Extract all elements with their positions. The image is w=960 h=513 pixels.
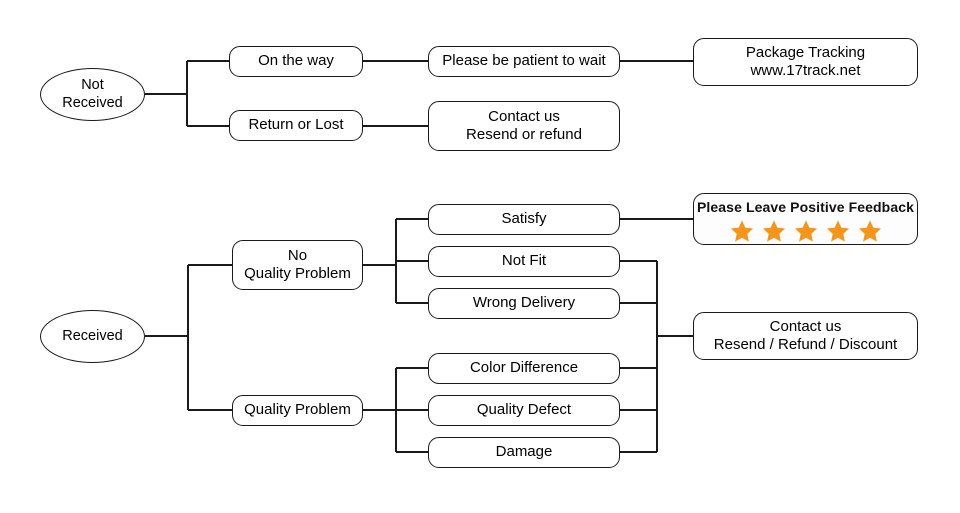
stage-return-or-lost[interactable]: Return or Lost xyxy=(229,110,363,141)
result-contact-discount-line2: Resend / Refund / Discount xyxy=(713,336,898,353)
reason-color-difference[interactable]: Color Difference xyxy=(428,353,620,384)
star-icon[interactable] xyxy=(794,219,818,243)
star-rating[interactable] xyxy=(730,219,882,243)
result-positive-feedback-title: Please Leave Positive Feedback xyxy=(696,199,914,215)
stage-no-quality-problem-line1: No xyxy=(287,246,308,264)
root-not-received-line1: Not xyxy=(81,76,104,93)
action-be-patient-line1: Please be patient to wait xyxy=(442,52,606,70)
reason-quality-defect-label: Quality Defect xyxy=(476,401,572,419)
star-icon[interactable] xyxy=(826,219,850,243)
action-be-patient[interactable]: Please be patient to wait xyxy=(428,46,620,77)
result-package-tracking-line1: Package Tracking xyxy=(745,43,866,61)
stage-no-quality-problem-line2: Quality Problem xyxy=(244,265,351,282)
stage-quality-problem[interactable]: Quality Problem xyxy=(232,395,363,426)
reason-damage-label: Damage xyxy=(495,443,553,461)
root-not-received[interactable]: Not Received xyxy=(40,68,145,121)
result-contact-discount-line1: Contact us xyxy=(769,317,842,335)
reason-color-difference-label: Color Difference xyxy=(469,359,579,377)
result-contact-resend-refund-discount[interactable]: Contact us Resend / Refund / Discount xyxy=(693,312,918,360)
star-icon[interactable] xyxy=(730,219,754,243)
reason-quality-defect[interactable]: Quality Defect xyxy=(428,395,620,426)
root-received-line1: Received xyxy=(62,327,123,344)
result-package-tracking[interactable]: Package Tracking www.17track.net xyxy=(693,38,918,86)
action-contact-resend-refund-line2: Resend or refund xyxy=(466,126,582,143)
reason-satisfy-label: Satisfy xyxy=(501,210,547,228)
reason-wrong-delivery[interactable]: Wrong Delivery xyxy=(428,288,620,319)
stage-no-quality-problem[interactable]: No Quality Problem xyxy=(232,240,363,290)
stage-return-or-lost-label: Return or Lost xyxy=(248,116,344,134)
stage-quality-problem-line1: Quality Problem xyxy=(244,401,351,419)
root-received[interactable]: Received xyxy=(40,310,145,363)
star-icon[interactable] xyxy=(858,219,882,243)
reason-damage[interactable]: Damage xyxy=(428,437,620,468)
stage-on-the-way-label: On the way xyxy=(258,52,334,70)
star-icon[interactable] xyxy=(762,219,786,243)
reason-not-fit-label: Not Fit xyxy=(501,252,547,270)
reason-not-fit[interactable]: Not Fit xyxy=(428,246,620,277)
reason-satisfy[interactable]: Satisfy xyxy=(428,204,620,235)
root-not-received-line2: Received xyxy=(62,94,123,111)
reason-wrong-delivery-label: Wrong Delivery xyxy=(472,294,576,312)
action-contact-resend-refund[interactable]: Contact us Resend or refund xyxy=(428,101,620,151)
result-positive-feedback[interactable]: Please Leave Positive Feedback xyxy=(693,193,918,245)
stage-on-the-way[interactable]: On the way xyxy=(229,46,363,77)
action-contact-resend-refund-line1: Contact us xyxy=(488,107,560,125)
result-package-tracking-line2: www.17track.net xyxy=(750,62,861,79)
